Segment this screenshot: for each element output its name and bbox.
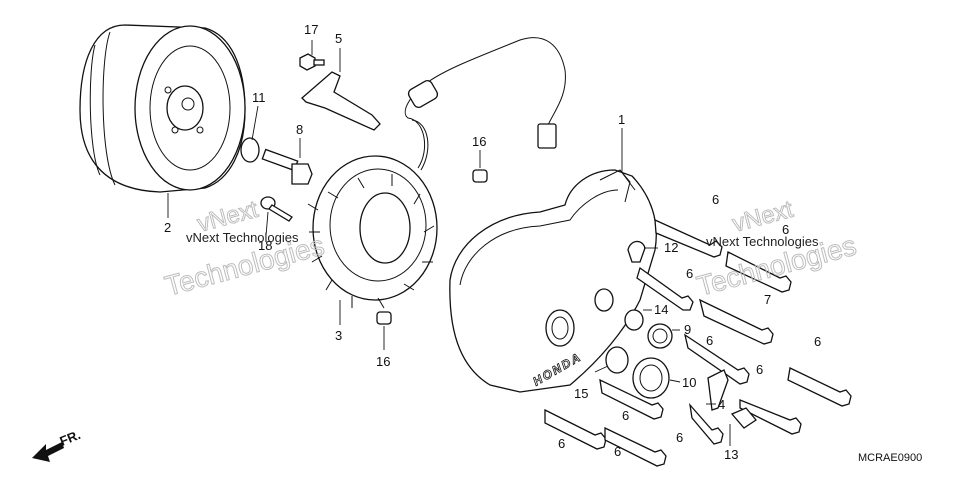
label-9: 9 [684, 322, 691, 337]
o-ring [605, 346, 629, 374]
label-6: 6 [676, 430, 683, 445]
label-6: 6 [782, 222, 789, 237]
label-16-lower: 16 [376, 354, 390, 369]
dowel-pin [376, 311, 392, 325]
watermark-text: vNext Technologies [186, 230, 299, 245]
dowel-pin [472, 169, 488, 183]
timing-hole-cap [647, 323, 673, 349]
front-label: FR. [58, 427, 83, 449]
washer [240, 137, 260, 163]
label-13: 13 [724, 447, 738, 462]
bolt-set [544, 218, 852, 467]
label-2: 2 [164, 220, 171, 235]
bolt-17 [299, 53, 325, 71]
label-6: 6 [706, 333, 713, 348]
leader-lines [167, 40, 731, 446]
wire-harness [404, 37, 566, 169]
stator [307, 155, 438, 309]
front-direction-arrow: FR. [32, 427, 83, 462]
label-8: 8 [296, 122, 303, 137]
label-6: 6 [756, 362, 763, 377]
clip-13 [730, 407, 757, 429]
label-1: 1 [618, 112, 625, 127]
bracket-4 [707, 369, 729, 411]
screw-18 [260, 196, 293, 222]
label-6: 6 [622, 408, 629, 423]
label-6: 6 [614, 444, 621, 459]
label-10: 10 [682, 375, 696, 390]
wire-clamp-plate [301, 71, 381, 131]
label-16-upper: 16 [472, 134, 486, 149]
label-5: 5 [335, 31, 342, 46]
crankcase-cover [449, 169, 657, 393]
label-15: 15 [574, 386, 588, 401]
o-ring [624, 309, 644, 331]
crankshaft-hole-cap [632, 357, 670, 399]
clamp-12 [627, 240, 646, 263]
bolt-8 [261, 148, 313, 185]
label-6: 6 [712, 192, 719, 207]
label-17: 17 [304, 22, 318, 37]
grommet [407, 80, 439, 108]
diagram-code: MCRAE0900 [858, 452, 922, 464]
flywheel [79, 24, 246, 193]
label-4: 4 [718, 397, 725, 412]
label-6: 6 [558, 436, 565, 451]
label-3: 3 [335, 328, 342, 343]
label-7: 7 [764, 292, 771, 307]
label-6: 6 [814, 334, 821, 349]
label-11: 11 [252, 90, 266, 105]
label-6: 6 [686, 266, 693, 281]
connector [537, 123, 557, 149]
watermark-text: vNext Technologies [706, 234, 819, 249]
label-14: 14 [654, 302, 668, 317]
label-18: 18 [258, 238, 272, 253]
label-12: 12 [664, 240, 678, 255]
